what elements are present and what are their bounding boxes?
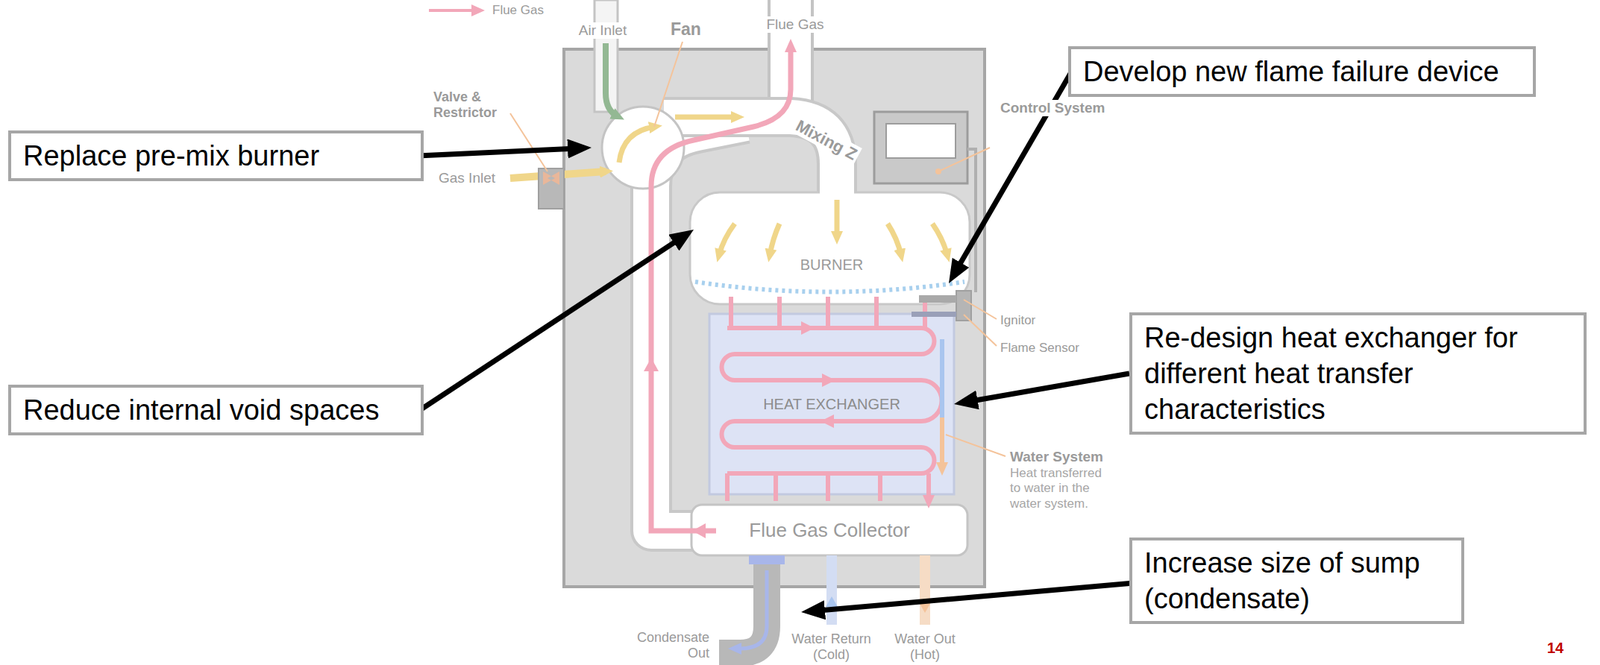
fan-arrow — [619, 126, 655, 163]
legend-line — [428, 8, 478, 12]
flue-gas-heads — [643, 321, 836, 539]
part-label: Ignitor — [1000, 313, 1036, 329]
part-label: Water Return (Cold) — [788, 631, 875, 663]
burner-chamber — [689, 192, 970, 305]
part-label: Condensate Out — [627, 630, 710, 661]
flue-gas-collector: Flue Gas Collector — [691, 504, 968, 556]
burner-flame — [695, 281, 965, 293]
air-flow — [605, 43, 618, 117]
callout-text: Increase size of sump (condensate) — [1144, 545, 1450, 617]
part-name: Flue Gas Collector — [748, 519, 910, 543]
callout-arrow — [962, 373, 1130, 403]
part-label: Valve & Restrictor — [433, 89, 520, 121]
part-label: Flame Sensor — [1000, 340, 1080, 356]
part-name: HEAT EXCHANGER — [763, 396, 901, 414]
part-label: Control System — [998, 99, 1107, 117]
part-label: Water System — [1009, 449, 1104, 466]
zone-label: Mixing Z — [790, 114, 863, 165]
water-line — [825, 339, 943, 626]
note-text: Heat transferred to water in the water s… — [1009, 466, 1111, 512]
callout-text: Develop new flame failure device — [1083, 53, 1521, 90]
collector-shape — [691, 504, 968, 556]
callout-box: Develop new flame failure device — [1068, 46, 1536, 97]
callout-box: Replace pre-mix burner — [8, 130, 424, 182]
callout-text: Reduce internal void spaces — [23, 392, 409, 429]
heat-exchanger-shape — [709, 314, 955, 495]
heat-exchanger: HEAT EXCHANGER — [709, 314, 955, 495]
part-label: Gas Inlet — [438, 170, 496, 187]
part-label: Flue Gas — [763, 16, 826, 33]
page-number: 14 — [1547, 640, 1564, 658]
part-label: BURNER — [800, 256, 864, 274]
legend-text: Flue Gas — [492, 2, 544, 18]
callout-box: Reduce internal void spaces — [8, 384, 424, 436]
flue-gas-flow — [651, 46, 942, 532]
gas-inlet — [510, 168, 606, 209]
callout-box: Increase size of sump (condensate) — [1129, 537, 1465, 625]
callout-box: Re-design heat exchanger for different h… — [1129, 312, 1587, 435]
housing — [563, 49, 985, 588]
part-label: Air Inlet — [576, 22, 629, 39]
callout-text: Replace pre-mix burner — [23, 137, 409, 174]
ignitor-sensor — [911, 295, 957, 318]
condensate-pipe — [719, 555, 785, 654]
leader-lines — [510, 41, 1006, 457]
leader-dot — [935, 168, 942, 175]
callout-text: Re-design heat exchanger for different h… — [1144, 320, 1572, 428]
callout-arrows — [417, 67, 1134, 612]
part-label: Fan — [670, 19, 702, 39]
part-label: Water Out (Hot) — [887, 631, 963, 663]
